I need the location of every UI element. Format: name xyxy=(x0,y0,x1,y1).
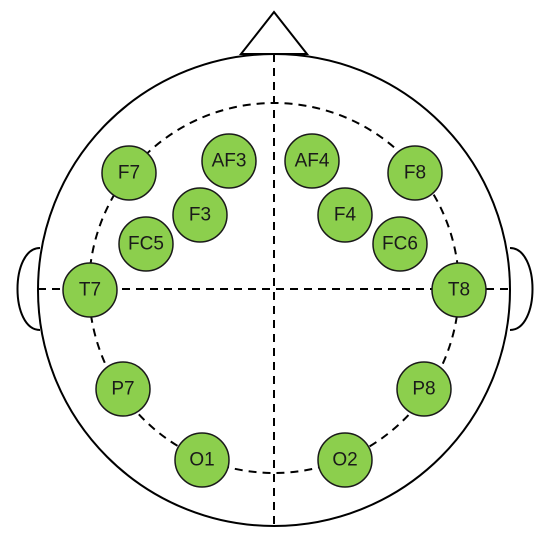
electrode-f3: F3 xyxy=(172,187,228,243)
electrode-circle-o2 xyxy=(317,432,373,488)
electrode-label-o1: O1 xyxy=(189,450,214,471)
electrode-label-f7: F7 xyxy=(118,163,140,184)
right-ear xyxy=(509,247,534,331)
electrode-circle-f3 xyxy=(172,187,228,243)
electrode-label-f4: F4 xyxy=(334,205,357,226)
electrode-f7: F7 xyxy=(101,145,157,201)
electrode-circle-af4 xyxy=(284,133,340,189)
electrode-label-af4: AF4 xyxy=(295,151,330,172)
electrode-t8: T8 xyxy=(431,262,487,318)
electrode-circle-o1 xyxy=(174,432,230,488)
electrode-circle-t8 xyxy=(431,262,487,318)
electrode-circle-fc6 xyxy=(372,216,428,272)
electrode-f8: F8 xyxy=(387,145,443,201)
electrode-t7: T7 xyxy=(62,262,118,318)
electrode-label-fc5: FC5 xyxy=(128,234,164,255)
electrode-circle-af3 xyxy=(201,133,257,189)
electrode-circle-f8 xyxy=(387,145,443,201)
electrode-label-af3: AF3 xyxy=(212,151,247,172)
electrode-label-f3: F3 xyxy=(189,205,211,226)
electrode-p8: P8 xyxy=(396,361,452,417)
electrode-o2: O2 xyxy=(317,432,373,488)
electrode-label-fc6: FC6 xyxy=(382,234,418,255)
electrode-circle-t7 xyxy=(62,262,118,318)
electrode-label-p7: P7 xyxy=(111,379,134,400)
electrode-circle-fc5 xyxy=(118,216,174,272)
electrode-f4: F4 xyxy=(317,187,373,243)
electrode-af3: AF3 xyxy=(201,133,257,189)
electrode-label-f8: F8 xyxy=(404,163,426,184)
electrode-circle-p7 xyxy=(95,361,151,417)
electrode-label-o2: O2 xyxy=(332,450,357,471)
left-ear xyxy=(16,247,41,331)
nose-triangle xyxy=(238,10,310,55)
electrode-fc6: FC6 xyxy=(372,216,428,272)
electrode-o1: O1 xyxy=(174,432,230,488)
electrode-label-t8: T8 xyxy=(448,280,470,301)
electrode-label-t7: T7 xyxy=(79,280,101,301)
electrode-circle-p8 xyxy=(396,361,452,417)
electrode-af4: AF4 xyxy=(284,133,340,189)
electrode-circle-f7 xyxy=(101,145,157,201)
electrode-fc5: FC5 xyxy=(118,216,174,272)
electrode-label-p8: P8 xyxy=(412,379,435,400)
electrode-circle-f4 xyxy=(317,187,373,243)
electrode-p7: P7 xyxy=(95,361,151,417)
